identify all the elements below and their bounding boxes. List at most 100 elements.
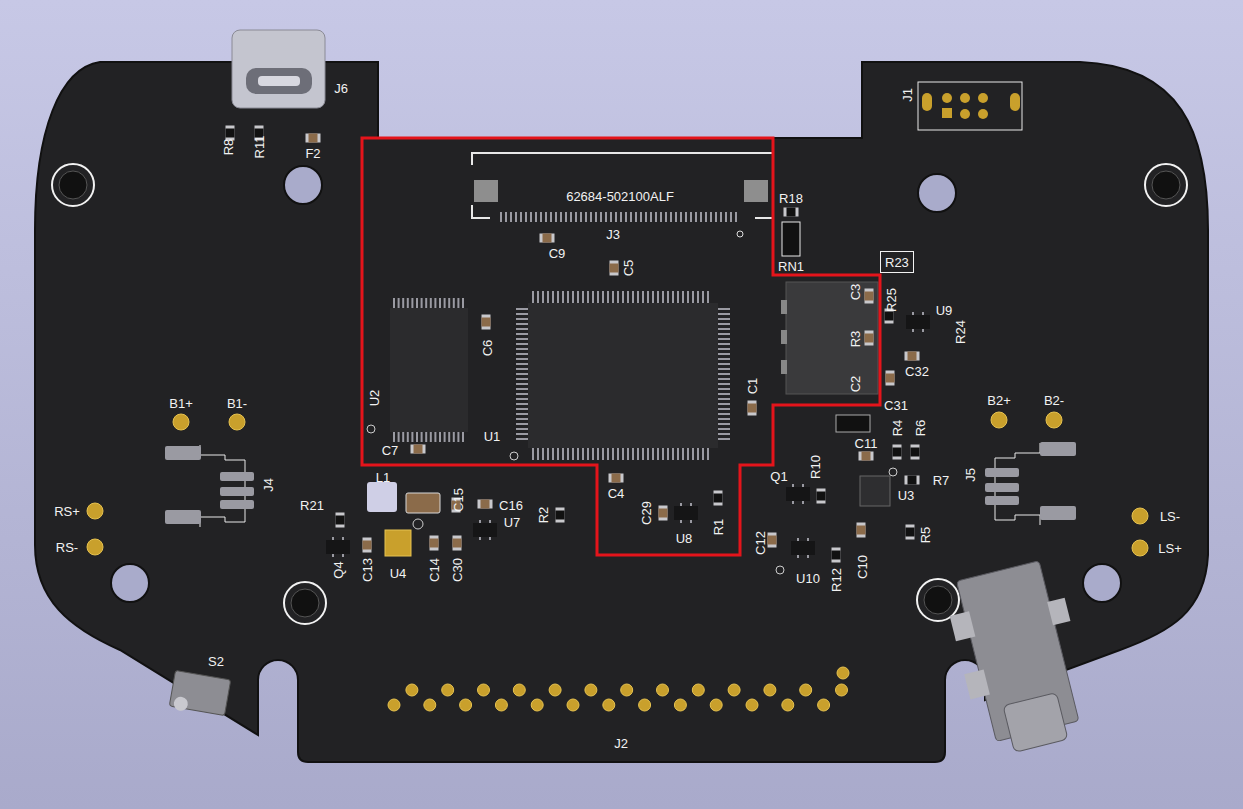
ref-designator: C29 (639, 501, 654, 525)
pad (746, 699, 758, 711)
pin (448, 298, 450, 308)
ref-designator: RS- (56, 540, 78, 555)
header-pads (388, 667, 849, 711)
pin (600, 212, 602, 222)
pin (665, 212, 667, 222)
passive (865, 331, 874, 346)
passive-body (610, 264, 619, 273)
pin (592, 291, 594, 303)
pin (535, 212, 537, 222)
passive (817, 489, 826, 504)
pin (425, 298, 427, 308)
passive (714, 491, 723, 506)
pin (657, 291, 659, 303)
pin (434, 298, 436, 308)
ref-designator: U10 (796, 571, 820, 586)
ref-designator: R6 (913, 420, 928, 437)
ref-designator: R2 (536, 507, 551, 524)
pin (582, 448, 584, 460)
pin (462, 432, 464, 442)
ref-designator: Q4 (331, 561, 346, 578)
passive (911, 445, 920, 460)
pin (398, 298, 400, 308)
pin (434, 432, 436, 442)
pin (570, 212, 572, 222)
highlight-region (362, 138, 880, 555)
pin (516, 408, 528, 410)
pin (516, 413, 528, 415)
pin (705, 212, 707, 222)
pin (525, 212, 527, 222)
pin (505, 212, 507, 222)
pin (715, 212, 717, 222)
pin (516, 313, 528, 315)
pin (597, 291, 599, 303)
pin (670, 212, 672, 222)
pin (695, 212, 697, 222)
passive-body (226, 129, 235, 138)
pin (411, 298, 413, 308)
passive (748, 401, 757, 416)
pin (532, 448, 534, 460)
ref-designator: R8 (221, 139, 236, 156)
pin (516, 333, 528, 335)
pad (782, 699, 794, 711)
ref-designator: C12 (753, 531, 768, 555)
pin (617, 448, 619, 460)
pin (516, 388, 528, 390)
pin (562, 448, 564, 460)
pin (687, 291, 689, 303)
pin (720, 212, 722, 222)
pin (718, 338, 730, 340)
pad (442, 684, 454, 696)
pin (718, 363, 730, 365)
ref-designator: B2+ (987, 393, 1011, 408)
pin (718, 318, 730, 320)
passive-body (906, 528, 915, 537)
pin (416, 298, 418, 308)
pin (718, 388, 730, 390)
ref-designator: C2 (848, 376, 863, 393)
pin (516, 348, 528, 350)
pin (725, 212, 727, 222)
ref-designator: C6 (480, 340, 495, 357)
ref-designator: B1+ (169, 396, 193, 411)
ref-designator: C5 (621, 260, 636, 277)
ref-designator: R10 (808, 455, 823, 479)
pad (710, 699, 722, 711)
passive (482, 315, 491, 330)
pin (718, 408, 730, 410)
pin (718, 413, 730, 415)
passive-body (911, 448, 920, 457)
ref-designator: U2 (367, 390, 382, 407)
pin (700, 212, 702, 222)
pin (718, 323, 730, 325)
passive (905, 476, 920, 485)
pad (478, 684, 490, 696)
pin (642, 291, 644, 303)
pin (718, 328, 730, 330)
pin (627, 448, 629, 460)
sot-body (786, 487, 810, 501)
pin (516, 418, 528, 420)
pin (672, 291, 674, 303)
pin (718, 353, 730, 355)
passive (609, 474, 624, 483)
pin (407, 432, 409, 442)
pin (398, 432, 400, 442)
pin (540, 212, 542, 222)
pin (640, 212, 642, 222)
pin (615, 212, 617, 222)
ref-designator: R23 (885, 255, 909, 270)
pin (672, 448, 674, 460)
pin (542, 291, 544, 303)
pin (718, 403, 730, 405)
passive-body (885, 312, 894, 321)
pin (439, 432, 441, 442)
ref-designator: J4 (261, 478, 276, 492)
passive-body (893, 448, 902, 457)
pin (448, 432, 450, 442)
sot-body (906, 315, 930, 329)
pin (718, 333, 730, 335)
passive (478, 500, 493, 509)
